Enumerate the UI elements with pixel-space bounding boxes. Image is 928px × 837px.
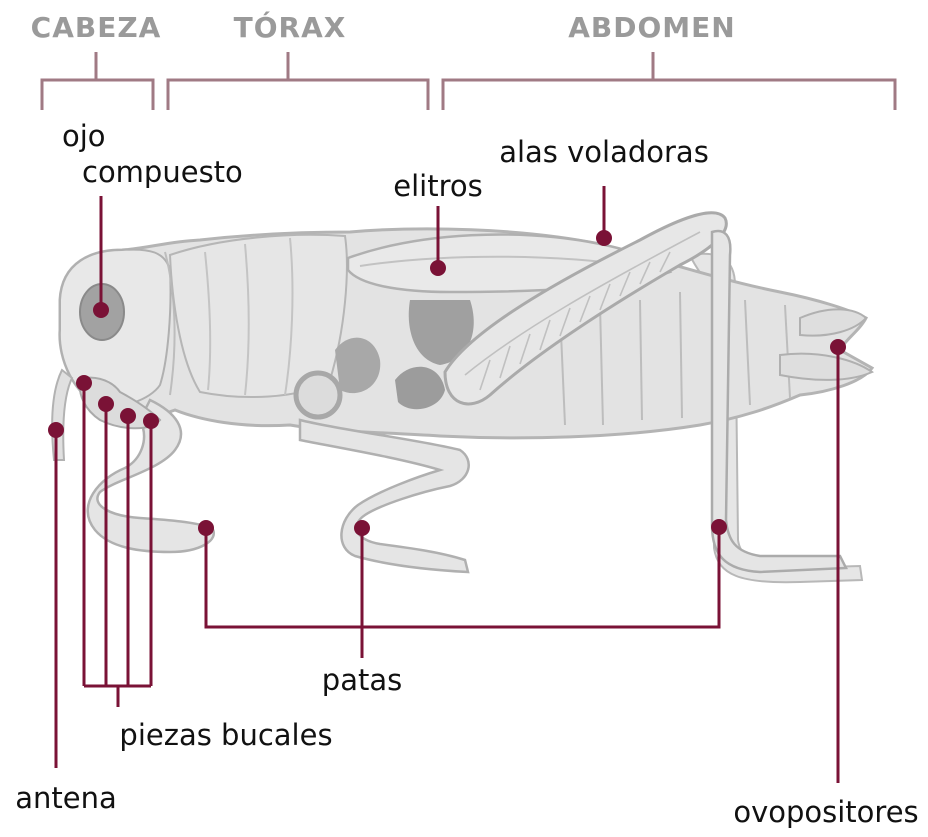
section-title-cabeza: CABEZA — [31, 11, 162, 44]
bracket-abdomen — [443, 52, 895, 110]
label-alas-voladoras: alas voladoras — [499, 135, 709, 169]
marker-elytra — [430, 260, 446, 276]
leader-legs — [206, 527, 719, 658]
section-title-torax: TÓRAX — [234, 10, 347, 44]
marker-mouthpart-2 — [98, 396, 114, 412]
marker-eye — [93, 302, 109, 318]
marker-leg-front — [198, 520, 214, 536]
middle-leg — [300, 420, 469, 572]
label-patas: patas — [322, 663, 402, 697]
marker-mouthpart-4 — [143, 413, 159, 429]
label-antena: antena — [15, 781, 117, 815]
marker-leg-middle — [354, 520, 370, 536]
marker-mouthpart-3 — [120, 408, 136, 424]
marker-wings — [596, 230, 612, 246]
marker-mouthpart-1 — [76, 375, 92, 391]
grasshopper-illustration — [52, 213, 872, 582]
marker-leg-hind — [711, 519, 727, 535]
marker-antenna — [48, 422, 64, 438]
label-elitros: elitros — [393, 169, 482, 203]
ovipositor-lower — [780, 354, 872, 380]
leg-joint — [296, 373, 340, 417]
section-title-abdomen: ABDOMEN — [568, 11, 735, 44]
bracket-torax — [168, 52, 428, 110]
label-ovopositores: ovopositores — [733, 795, 918, 829]
marker-ovipositor — [830, 339, 846, 355]
bracket-cabeza — [42, 52, 153, 110]
label-piezas-bucales: piezas bucales — [119, 718, 332, 752]
label-ojo-line2: compuesto — [82, 155, 243, 189]
label-ojo-line1: ojo — [62, 119, 106, 153]
